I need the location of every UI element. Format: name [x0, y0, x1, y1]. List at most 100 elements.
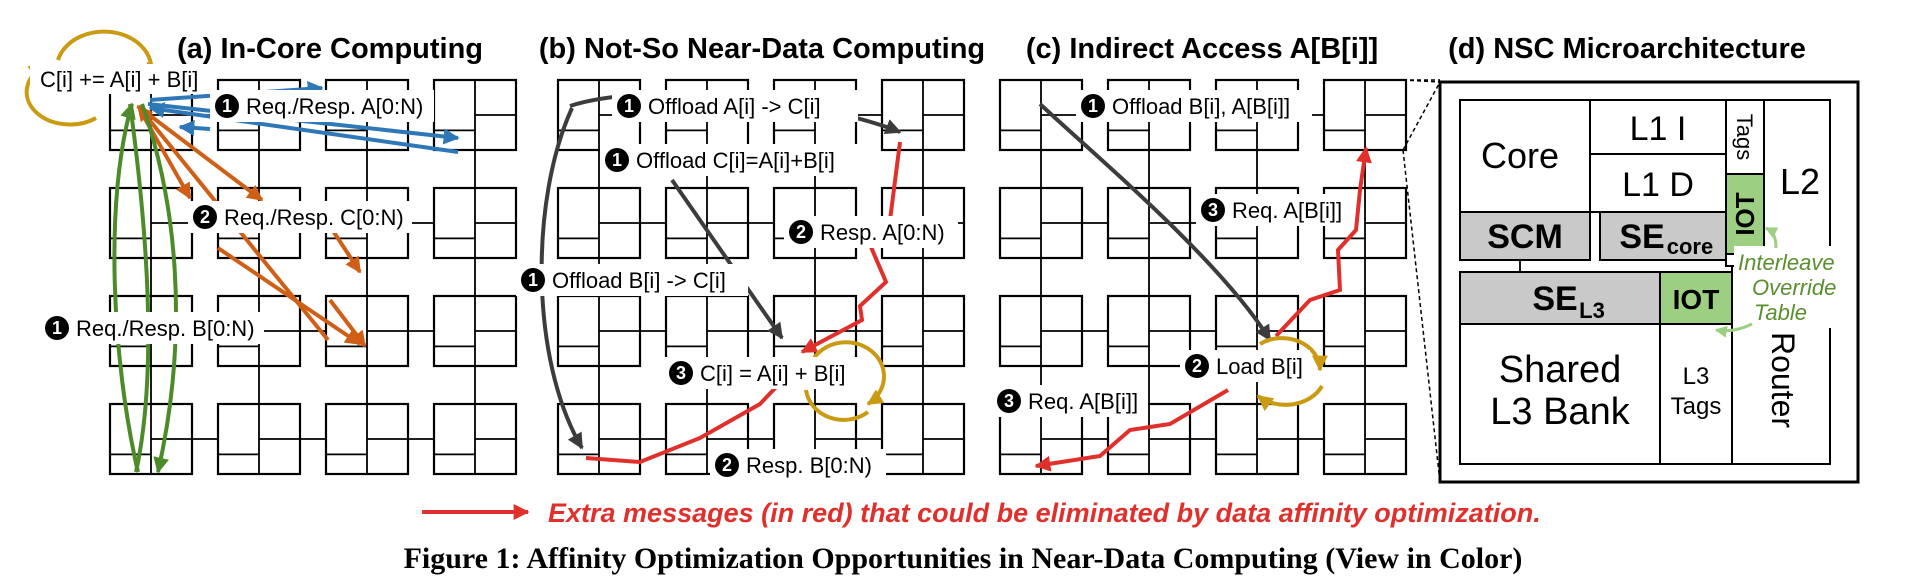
se-core-box [1599, 211, 1727, 261]
step-number: 2 [200, 207, 210, 227]
panel-b-offload-c-label: Offload C[i]=A[i]+B[i] [636, 148, 835, 173]
gray-arrow [1038, 102, 1272, 342]
step-badge [1201, 198, 1225, 222]
se-l3-subscript: L3 [1579, 298, 1605, 323]
l3-tags-box [1659, 323, 1733, 465]
panel-b-resp-a-label: Resp. A[0:N) [820, 220, 945, 245]
mesh-tile [880, 78, 966, 152]
step-number: 1 [222, 96, 232, 116]
mesh-tile [1214, 402, 1300, 476]
se-l3-box [1459, 271, 1661, 325]
panel-b-compute-label: C[i] = A[i] + B[i] [700, 361, 846, 386]
mesh-tile [432, 78, 518, 152]
iot-top-box [1725, 173, 1765, 255]
shared-l3-label: Shared [1499, 349, 1622, 391]
step-number: 1 [612, 150, 622, 170]
gold-loop-arrow [1256, 384, 1324, 412]
mesh-tile [880, 294, 966, 368]
step-number: 3 [676, 363, 686, 383]
panel-a-op-label: C[i] += A[i] + B[i] [40, 67, 198, 92]
l3-tags-label: Tags [1671, 393, 1722, 420]
interleave-note: Interleave [1738, 250, 1835, 275]
scm-box [1459, 211, 1591, 261]
step-badge [715, 453, 739, 477]
step-number: 1 [528, 270, 538, 290]
core-box [1459, 99, 1591, 213]
mesh-tile [664, 186, 750, 260]
panel-b-offload-b-label: Offload B[i] -> C[i] [552, 268, 726, 293]
mesh-tile [324, 402, 410, 476]
orange-arrow [328, 298, 367, 348]
panel-c-arrows [1034, 102, 1372, 472]
router-label: Router [1765, 332, 1801, 428]
mesh-tile [432, 186, 518, 260]
green-arrow [112, 102, 140, 473]
zoom-line [1402, 79, 1441, 83]
step-badge [997, 389, 1021, 413]
mesh-tile [556, 294, 642, 368]
panel-a-req-b-label: Req./Resp. B[0:N) [76, 316, 255, 341]
step-badge [789, 220, 813, 244]
step-badge [617, 94, 641, 118]
microarchitecture: Core L1 I L1 D Tags L2 IOT SCM SE core S… [1438, 80, 1860, 484]
step-number: 2 [796, 222, 806, 242]
note-arrow [1714, 322, 1753, 338]
mesh-tile [556, 402, 642, 476]
interleave-note: Table [1754, 300, 1807, 325]
step-number: 2 [1192, 356, 1202, 376]
iot-mid-label: IOT [1673, 284, 1720, 315]
step-number: 1 [1088, 96, 1098, 116]
panel-b-offload-a-label: Offload A[i] -> C[i] [648, 94, 821, 119]
l2-tags-box [1725, 99, 1765, 175]
l2-tags-label: Tags [1732, 114, 1757, 160]
panel-c-load-label: Load B[i] [1216, 354, 1303, 379]
gold-loop-arrow [1258, 336, 1328, 372]
mesh-tile [556, 186, 642, 260]
scm-label: SCM [1487, 218, 1563, 256]
green-arrow [128, 103, 151, 473]
step-badge [45, 316, 69, 340]
shared-l3-box [1459, 323, 1661, 465]
panel-b-resp-b-label: Resp. B[0:N) [746, 453, 872, 478]
mesh-tile [998, 294, 1084, 368]
zoom-line [1402, 149, 1441, 483]
panel-a-req-c-label: Req./Resp. C[0:N) [224, 205, 404, 230]
mesh-tile [880, 402, 966, 476]
mesh-grid-a [108, 78, 518, 476]
figure-caption: Figure 1: Affinity Optimization Opportun… [404, 542, 1523, 575]
panel-c-req-up-label: Req. A[B[i]] [1232, 198, 1342, 223]
blue-arrow [148, 102, 459, 154]
panel-a-req-a-label: Req./Resp. A[0:N) [246, 94, 423, 119]
mesh-tile [1322, 402, 1408, 476]
step-badge [1185, 354, 1209, 378]
legend-text: Extra messages (in red) that could be el… [548, 498, 1541, 528]
panel-c-req-left-label: Req. A[B[i]] [1028, 389, 1138, 414]
mesh-tile [216, 402, 302, 476]
l3-tags-label: L3 [1683, 363, 1710, 390]
step-badge [193, 205, 217, 229]
mesh-tile [1106, 294, 1192, 368]
step-number: 1 [624, 96, 634, 116]
panel-a-title: (a) In-Core Computing [177, 33, 483, 65]
mesh-tile [998, 78, 1084, 152]
orange-arrow [138, 106, 264, 202]
step-number: 2 [722, 455, 732, 475]
core-label: Core [1481, 135, 1559, 176]
step-badge [1081, 94, 1105, 118]
orange-arrow [216, 246, 362, 346]
l1d-label: L1 D [1622, 166, 1694, 204]
note-arrow [1764, 226, 1779, 249]
l1i-label: L1 I [1630, 110, 1687, 148]
panel-b-title: (b) Not-So Near-Data Computing [539, 33, 985, 65]
mesh-tile [1322, 78, 1408, 152]
green-arrow [140, 103, 178, 474]
iot-top-label: IOT [1730, 192, 1760, 235]
step-number: 1 [52, 318, 62, 338]
interleave-note: Override [1752, 275, 1836, 300]
panel-c-offload-label: Offload B[i], A[B[i]] [1112, 94, 1290, 119]
gold-loop-arrow [804, 389, 870, 422]
shared-l3-label: L3 Bank [1490, 391, 1630, 433]
l2-label: L2 [1780, 161, 1820, 202]
zoom-line [1402, 81, 1441, 151]
panel-c-title: (c) Indirect Access A[B[i]] [1026, 33, 1378, 65]
